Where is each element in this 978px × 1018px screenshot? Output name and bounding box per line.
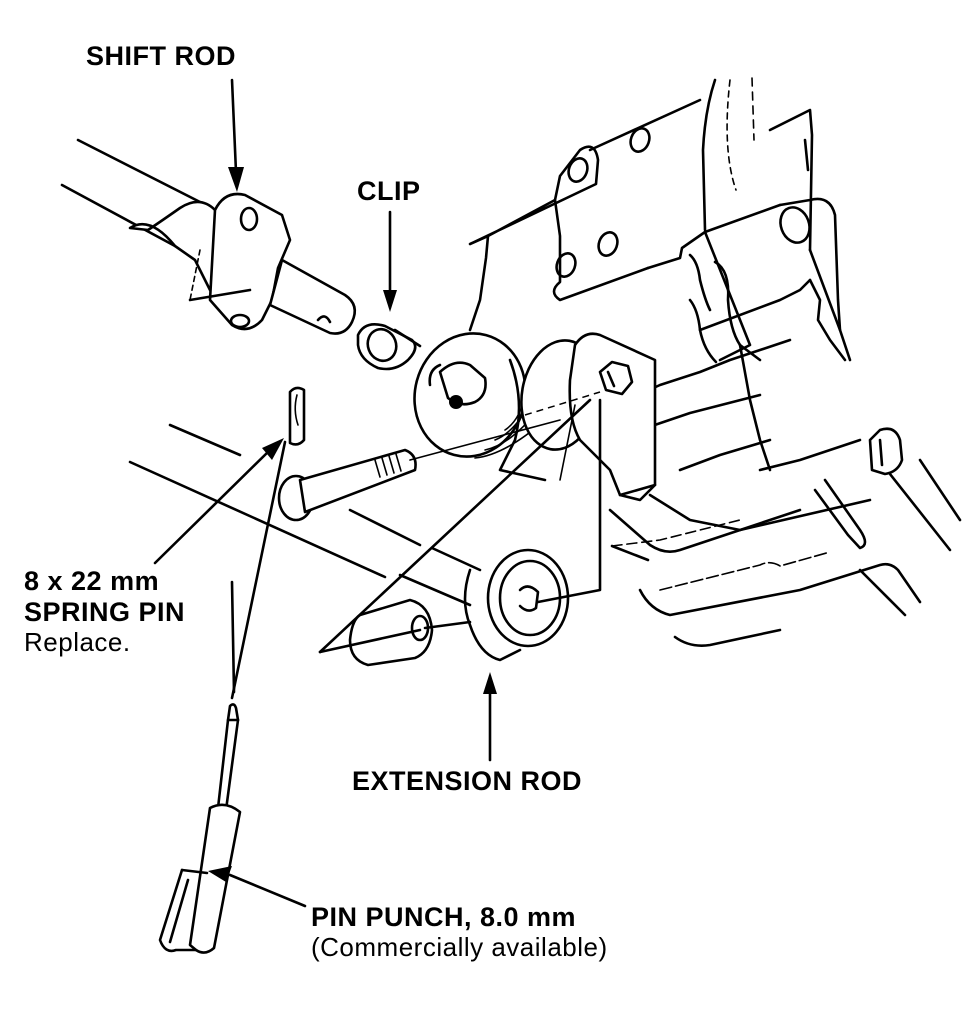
pin-punch-label-group: PIN PUNCH, 8.0 mm (Commercially availabl… [311, 902, 608, 963]
shift-rod-leader [230, 78, 238, 174]
pin-punch-arrowhead [208, 866, 232, 882]
shift-rod-arrowhead [228, 167, 244, 192]
clip-part [356, 323, 422, 371]
extension-rod-part [128, 398, 602, 667]
shift-rod [60, 138, 357, 335]
pin-punch-leader [228, 873, 307, 908]
pin-punch-tool [158, 580, 242, 954]
extension-rod-bracket [413, 332, 657, 502]
spring-pin-arrowhead [262, 438, 284, 460]
clip-label: CLIP [357, 176, 421, 206]
leader-lines [153, 78, 497, 908]
spring-pin-name-label: SPRING PIN [24, 597, 186, 628]
extension-rod-arrowhead [483, 672, 497, 694]
pin-punch-note-label: (Commercially available) [311, 932, 608, 963]
bolt-part [277, 419, 561, 522]
spring-pin-size-label: 8 x 22 mm [24, 566, 160, 596]
shift-rod-label: SHIFT ROD [86, 41, 236, 71]
transmission-housing [468, 77, 962, 647]
clip-arrowhead [383, 290, 397, 312]
punch-guide-line [230, 440, 287, 700]
spring-pin-leader [153, 448, 272, 565]
extension-rod-label: EXTENSION ROD [352, 766, 583, 796]
spring-pin-part [288, 386, 306, 446]
spring-pin-label-group: 8 x 22 mm SPRING PIN Replace. [24, 566, 185, 658]
pin-punch-name-label: PIN PUNCH, 8.0 mm [311, 902, 577, 932]
spring-pin-note-label: Replace. [24, 627, 131, 658]
